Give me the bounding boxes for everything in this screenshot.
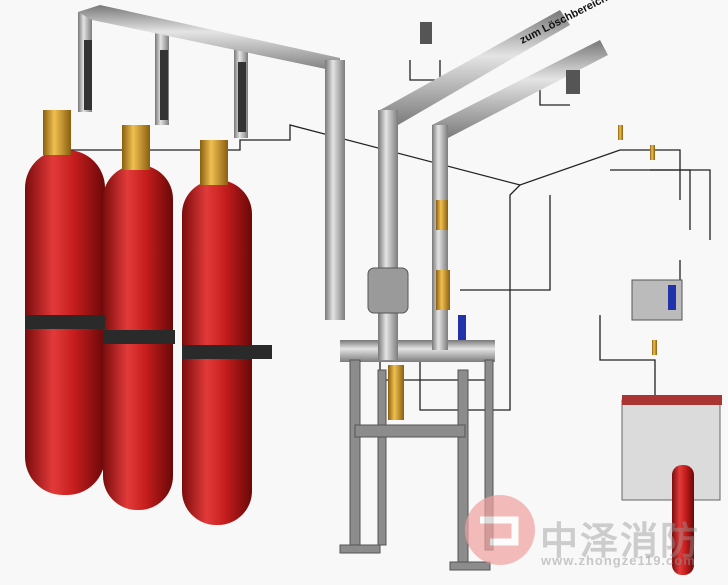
watermark-url: www.zhongze119.com (541, 553, 696, 568)
watermark-logo (465, 495, 535, 565)
stand-frame (339, 359, 494, 571)
discharge-pipes (367, 10, 608, 420)
gas-cylinders (25, 110, 272, 525)
watermark-name: 中泽消防 (540, 519, 701, 563)
agent-cabinet (621, 395, 722, 575)
control-devices (420, 22, 683, 355)
